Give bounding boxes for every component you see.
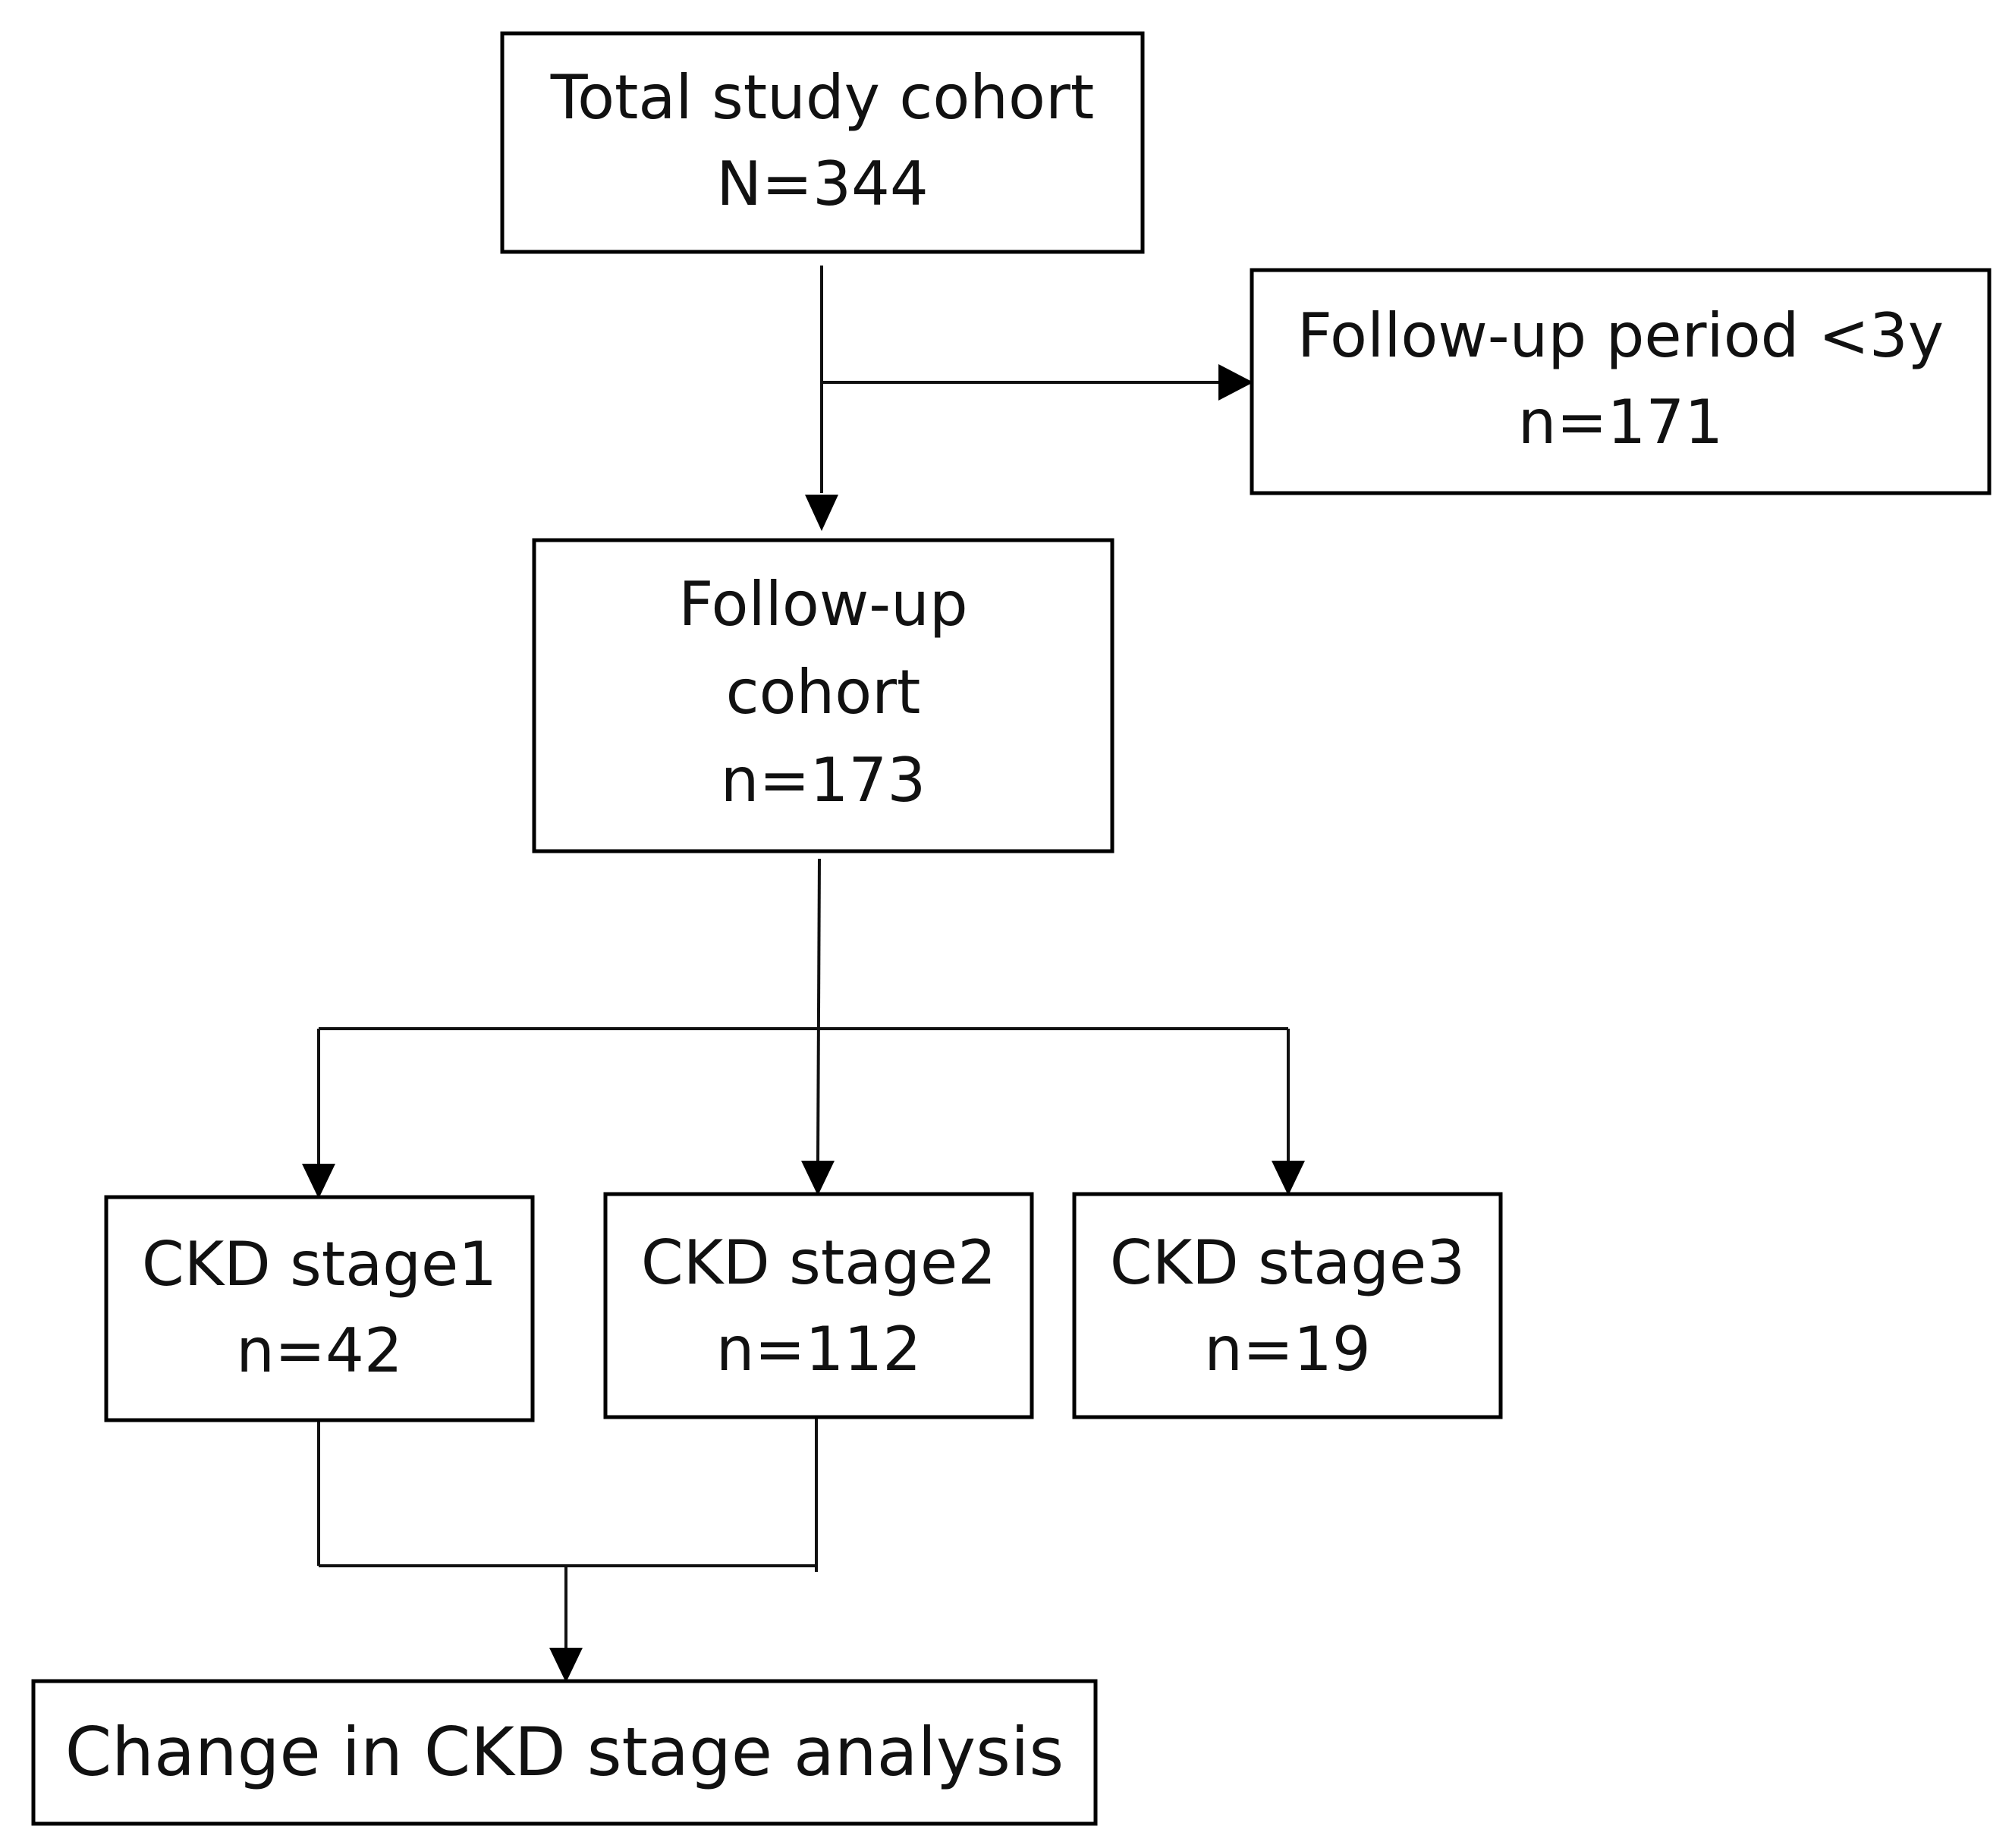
arrowhead-to-excluded xyxy=(1218,364,1253,401)
ckd-stage2-label: CKD stage2 xyxy=(641,1227,996,1298)
ckd-stage3-label: CKD stage3 xyxy=(1110,1227,1465,1298)
excluded-followup-count: n=171 xyxy=(1518,387,1723,457)
arrowhead-to-stage2 xyxy=(801,1161,835,1196)
followup-cohort-label-line2: cohort xyxy=(726,657,921,728)
total-cohort-box: Total study cohort N=344 xyxy=(500,31,1145,254)
ckd-stage2-count: n=112 xyxy=(716,1314,921,1384)
arrowheads xyxy=(302,364,1305,1683)
followup-cohort-count: n=173 xyxy=(721,745,926,816)
arrowhead-to-stage3 xyxy=(1272,1161,1305,1196)
ckd-stage1-box: CKD stage1 n=42 xyxy=(104,1195,535,1422)
arrowhead-to-final xyxy=(549,1648,583,1683)
ckd-change-analysis-label: Change in CKD stage analysis xyxy=(65,1713,1064,1791)
ckd-stage3-count: n=19 xyxy=(1204,1314,1371,1384)
connector-followup-down xyxy=(816,858,821,1163)
ckd-stage3-box: CKD stage3 n=19 xyxy=(1072,1192,1503,1419)
connector-lines xyxy=(317,266,1290,1649)
ckd-change-analysis-box: Change in CKD stage analysis xyxy=(31,1679,1098,1826)
ckd-stage1-label: CKD stage1 xyxy=(142,1229,497,1300)
ckd-stage2-box: CKD stage2 n=112 xyxy=(603,1192,1034,1419)
followup-cohort-label-line1: Follow-up xyxy=(678,569,967,640)
excluded-followup-label: Follow-up period <3y xyxy=(1297,300,1944,371)
total-cohort-label: Total study cohort xyxy=(550,62,1094,133)
arrowhead-to-followup xyxy=(805,495,838,531)
followup-cohort-box: Follow-up cohort n=173 xyxy=(532,538,1114,853)
total-cohort-count: N=344 xyxy=(716,149,929,219)
ckd-stage1-count: n=42 xyxy=(236,1315,403,1386)
excluded-followup-box: Follow-up period <3y n=171 xyxy=(1250,268,1992,495)
arrowhead-to-stage1 xyxy=(302,1164,335,1199)
